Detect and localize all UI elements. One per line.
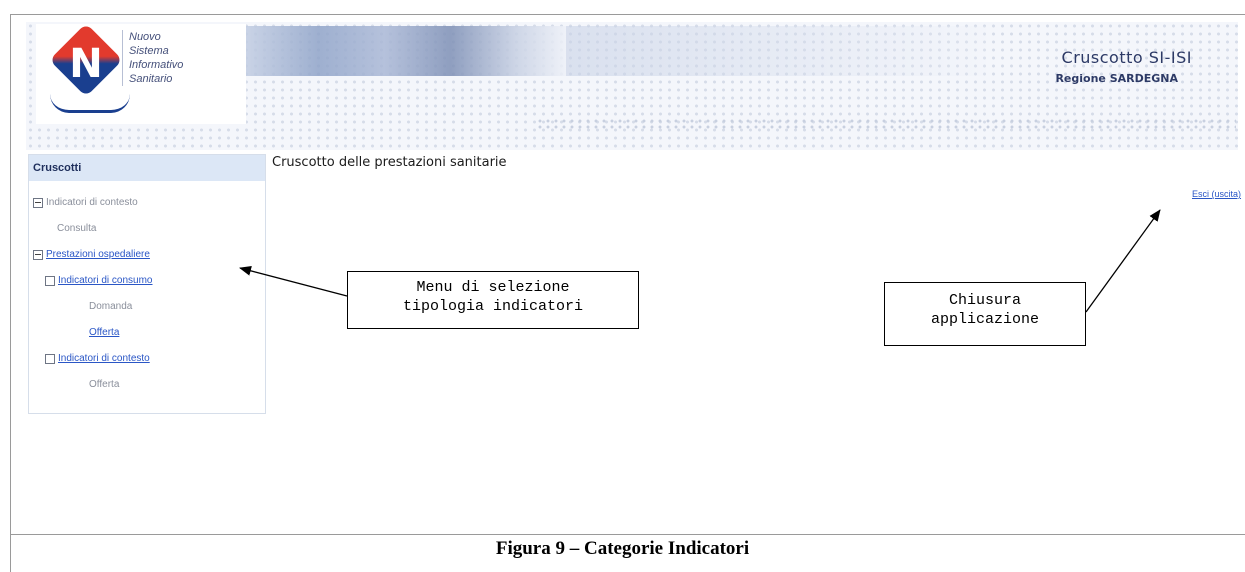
header-banner: N Nuovo Sistema Informativo Sanitario Cr… [26, 22, 1238, 150]
menu-arrow [239, 265, 348, 297]
logo-line-3: Informativo [129, 59, 184, 71]
app-title: Cruscotto SI-ISI [1061, 48, 1192, 67]
tree-item-indicatori-contesto-sub[interactable]: Indicatori di contesto [45, 353, 150, 364]
tree-item-label: Offerta [89, 379, 120, 390]
collapse-icon[interactable] [33, 197, 43, 208]
tree-item-label[interactable]: Prestazioni ospedaliere [46, 249, 150, 260]
sidebar-title: Cruscotti [29, 155, 265, 181]
logo-line-4: Sanitario [129, 73, 173, 85]
expand-icon[interactable] [45, 353, 55, 364]
tree-item-label[interactable]: Indicatori di consumo [58, 275, 153, 286]
frame-top-border [10, 14, 1245, 15]
logo-text: Nuovo Sistema Informativo Sanitario [122, 30, 183, 86]
exit-link[interactable]: Esci (uscita) [1192, 189, 1242, 199]
figure-caption: Figura 9 – Categorie Indicatori [495, 538, 750, 559]
banner-fade [566, 26, 986, 76]
collapse-icon[interactable] [33, 249, 43, 260]
sidebar-menu: Cruscotti Indicatori di contesto Consult… [28, 154, 266, 414]
page-title: Cruscotto delle prestazioni sanitarie [272, 155, 507, 170]
tree-item-indicatori-consumo[interactable]: Indicatori di consumo [45, 275, 153, 286]
tree-item-offerta-consumo[interactable]: Offerta [89, 327, 119, 338]
tree-item-consulta[interactable]: Consulta [57, 223, 96, 234]
tree-item-label: Indicatori di contesto [46, 197, 138, 208]
tree-item-domanda[interactable]: Domanda [89, 301, 132, 312]
close-arrow [1085, 209, 1161, 313]
callout-menu-line-2: tipologia indicatori [402, 298, 584, 315]
callout-menu-selection: Menu di selezione tipologia indicatori [347, 271, 639, 329]
callout-menu-line-1: Menu di selezione [416, 279, 570, 296]
logo-letter-icon: N [69, 41, 103, 87]
nsis-logo: N Nuovo Sistema Informativo Sanitario [36, 23, 246, 124]
tree-item-label[interactable]: Indicatori di contesto [58, 353, 150, 364]
region-label: Regione SARDEGNA [1055, 72, 1178, 85]
banner-dot-stripe [536, 118, 1236, 130]
banner-photo-strip [236, 26, 566, 76]
expand-icon[interactable] [45, 275, 55, 286]
logo-swoosh-icon [50, 94, 130, 113]
logo-line-1: Nuovo [129, 31, 161, 43]
tree-item-offerta-contesto[interactable]: Offerta [89, 379, 119, 390]
tree-item-label: Consulta [57, 223, 97, 234]
tree-item-label: Domanda [89, 301, 133, 312]
callout-close-line-2: applicazione [930, 311, 1040, 328]
caption-separator [10, 534, 1245, 535]
frame-left-border [10, 14, 11, 572]
callout-close-app: Chiusura applicazione [884, 282, 1086, 346]
callout-close-line-1: Chiusura [948, 292, 1021, 309]
tree-item-indicatori-contesto[interactable]: Indicatori di contesto [33, 197, 138, 208]
logo-line-2: Sistema [129, 45, 169, 57]
tree-item-label[interactable]: Offerta [89, 327, 120, 338]
tree-item-prestazioni-ospedaliere[interactable]: Prestazioni ospedaliere [33, 249, 150, 260]
